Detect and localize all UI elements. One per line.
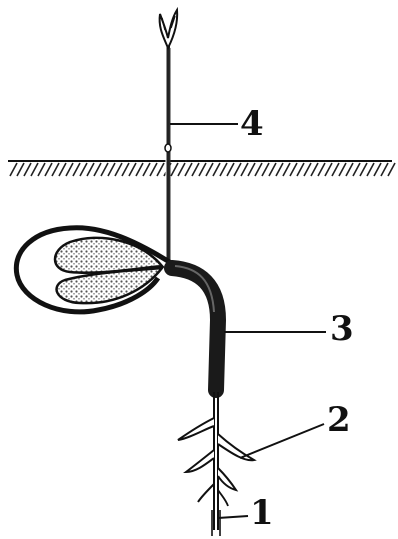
soil-hatch-mark — [66, 163, 73, 176]
soil-hatch-mark — [115, 163, 122, 176]
soil-hatch-mark — [227, 163, 234, 176]
soil-hatch-mark — [248, 163, 255, 176]
soil-hatch-mark — [108, 163, 115, 176]
label-1: 1 — [250, 496, 274, 530]
root-system — [178, 392, 254, 536]
soil-surface — [8, 161, 395, 176]
soil-hatch-mark — [73, 163, 80, 176]
soil-hatch-mark — [283, 163, 290, 176]
soil-hatch-mark — [262, 163, 269, 176]
leader-2 — [240, 424, 324, 458]
soil-hatch-mark — [129, 163, 136, 176]
soil-hatch-mark — [52, 163, 59, 176]
soil-hatch-mark — [101, 163, 108, 176]
soil-hatch-mark — [360, 163, 367, 176]
soil-hatch-mark — [353, 163, 360, 176]
soil-hatch-mark — [199, 163, 206, 176]
soil-hatch-mark — [157, 163, 164, 176]
soil-hatch-mark — [339, 163, 346, 176]
seed-cotyledons — [16, 228, 176, 312]
soil-hatch-mark — [122, 163, 129, 176]
shoot — [160, 10, 178, 266]
soil-hatch-mark — [241, 163, 248, 176]
soil-hatch-mark — [346, 163, 353, 176]
leader-1 — [218, 516, 248, 518]
soil-hatch-mark — [290, 163, 297, 176]
hypocotyl — [172, 266, 218, 390]
soil-hatch-mark — [87, 163, 94, 176]
soil-hatch-mark — [311, 163, 318, 176]
soil-hatch-mark — [206, 163, 213, 176]
soil-hatch-mark — [367, 163, 374, 176]
soil-hatch-mark — [17, 163, 24, 176]
soil-hatch-mark — [24, 163, 31, 176]
soil-hatch-mark — [192, 163, 199, 176]
soil-hatch-mark — [178, 163, 185, 176]
soil-hatch-mark — [297, 163, 304, 176]
soil-hatch-mark — [171, 163, 178, 176]
label-4: 4 — [240, 107, 264, 141]
soil-hatch-mark — [213, 163, 220, 176]
soil-hatch-mark — [185, 163, 192, 176]
soil-hatch-mark — [388, 163, 395, 176]
soil-hatch-mark — [381, 163, 388, 176]
soil-hatch-mark — [38, 163, 45, 176]
soil-hatch-mark — [318, 163, 325, 176]
soil-hatch-mark — [332, 163, 339, 176]
soil-hatch-mark — [304, 163, 311, 176]
soil-hatch-mark — [80, 163, 87, 176]
soil-hatch-mark — [255, 163, 262, 176]
soil-hatch-mark — [269, 163, 276, 176]
soil-hatch-mark — [143, 163, 150, 176]
soil-hatch-mark — [10, 163, 17, 176]
soil-hatch-mark — [150, 163, 157, 176]
soil-hatch-mark — [234, 163, 241, 176]
soil-hatch-mark — [31, 163, 38, 176]
soil-hatch-mark — [276, 163, 283, 176]
label-3: 3 — [330, 312, 354, 346]
soil-hatch-mark — [325, 163, 332, 176]
soil-hatch-mark — [59, 163, 66, 176]
soil-hatch-mark — [374, 163, 381, 176]
soil-hatch-mark — [220, 163, 227, 176]
soil-hatch-mark — [94, 163, 101, 176]
soil-hatch-mark — [45, 163, 52, 176]
soil-hatch-mark — [136, 163, 143, 176]
label-2: 2 — [327, 403, 351, 437]
